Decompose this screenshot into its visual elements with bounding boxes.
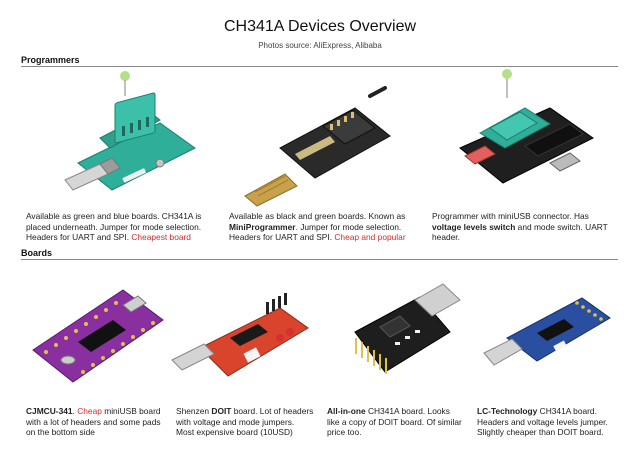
section-divider <box>21 66 618 67</box>
board-caption-allinone: All-in-one CH341A board. Looks like a co… <box>327 406 462 438</box>
programmer-caption-green: Available as green and blue boards. CH34… <box>26 211 202 243</box>
programmer-caption-switch: Programmer with miniUSB connector. Has v… <box>432 211 608 243</box>
board-caption-lctech: LC-Technology CH341A board. Headers and … <box>477 406 608 438</box>
board-caption-cjmcu: CJMCU-341. Cheap miniUSB board with a lo… <box>26 406 161 438</box>
board-cjmcu-photo <box>32 289 164 383</box>
section-heading-boards: Boards <box>21 248 53 258</box>
board-allinone-photo <box>354 283 461 374</box>
page-subtitle: Photos source: AliExpress, Alibaba <box>258 41 382 50</box>
programmer-black-photo <box>244 86 391 207</box>
led-icon <box>120 71 130 81</box>
board-doit-photo <box>171 293 309 377</box>
programmer-green-photo <box>64 71 196 191</box>
section-heading-programmers: Programmers <box>21 55 80 65</box>
programmer-caption-black: Available as black and green boards. Kno… <box>229 211 406 243</box>
programmer-switch-photo <box>459 69 594 184</box>
board-caption-doit: Shenzen DOIT board. Lot of headers with … <box>176 406 314 438</box>
section-divider <box>21 259 618 260</box>
board-lctech-photo <box>483 297 611 366</box>
page-title: CH341A Devices Overview <box>223 18 417 35</box>
